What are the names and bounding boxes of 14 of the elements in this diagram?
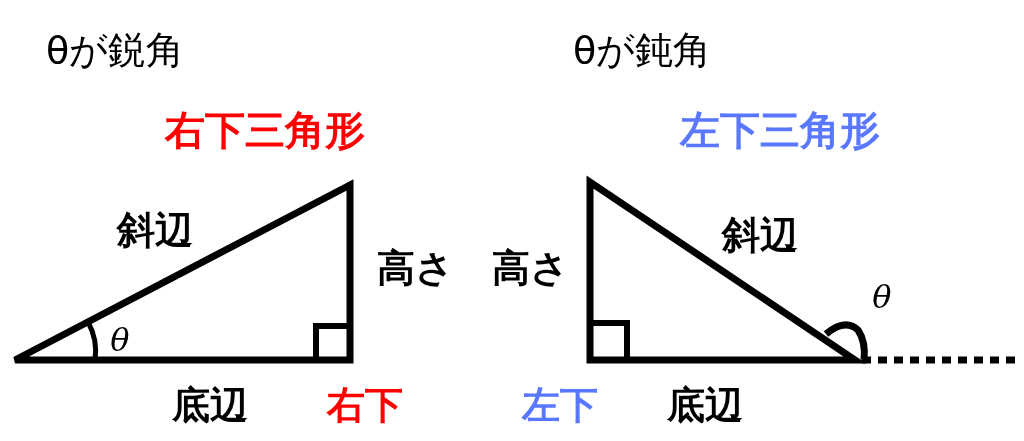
heading-text: θが鈍角 — [572, 31, 712, 69]
side-label: 底辺 — [667, 386, 743, 424]
triangle-title: 右下三角形 — [165, 110, 365, 150]
angle-label: θ — [110, 324, 130, 356]
side-label: 斜辺 — [722, 216, 798, 254]
side-label: 底辺 — [172, 386, 248, 424]
triangle-title: 左下三角形 — [680, 110, 880, 150]
heading-text: θが鋭角 — [45, 31, 185, 69]
side-label: 斜辺 — [117, 211, 193, 249]
angle-label: θ — [872, 281, 892, 313]
vertex-label: 左下 — [522, 386, 598, 424]
side-label: 高さ — [491, 249, 569, 287]
side-label: 高さ — [376, 249, 454, 287]
vertex-label: 右下 — [327, 386, 403, 424]
